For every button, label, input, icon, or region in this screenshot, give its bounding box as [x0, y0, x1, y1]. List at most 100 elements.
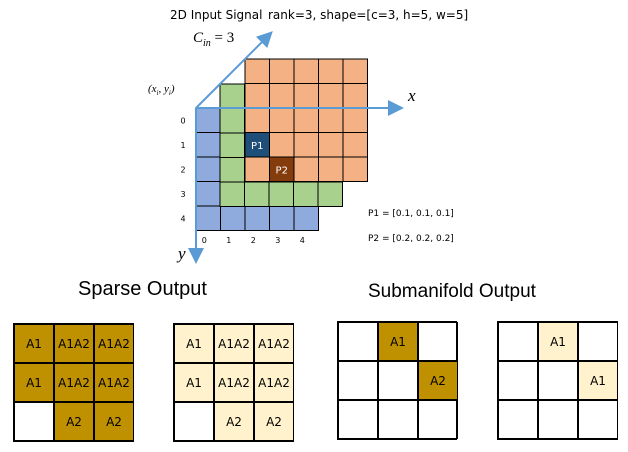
channel-0-cell [318, 83, 344, 109]
channel-0-cell [318, 107, 344, 133]
output-cell [418, 400, 458, 439]
channel-0-cell [318, 132, 344, 158]
point-1-label: P1 [251, 141, 263, 152]
channel-0-cell [293, 156, 319, 182]
output-cell: A2 [94, 402, 134, 441]
output-cell [174, 402, 214, 441]
col-label: 2 [251, 236, 256, 245]
output-cell: A1A2 [214, 324, 254, 363]
row-label: 2 [180, 165, 185, 174]
channel-2-cell [195, 132, 221, 158]
output-cell [418, 322, 458, 361]
point-1-cell [244, 132, 270, 158]
row-label: 4 [180, 214, 185, 223]
signal-meta: rank=3, shape=[c=3, h=5, w=5] [268, 8, 469, 22]
channel-2-cell [195, 107, 221, 133]
submanifold-output-title: Submanifold Output [368, 281, 536, 302]
output-cell [14, 402, 54, 441]
output-cell: A1A2 [254, 363, 294, 402]
channel-2-cell [269, 205, 295, 231]
channel-1-cell [219, 181, 245, 207]
row-label: 0 [180, 116, 185, 125]
channel-0-cell [293, 107, 319, 133]
channel-2-cell [195, 181, 221, 207]
channel-0-cell [318, 58, 344, 84]
channel-0-cell [244, 83, 270, 109]
channel-1-cell [268, 181, 294, 207]
output-cell [498, 361, 538, 400]
output-cell: A2 [254, 402, 294, 441]
channel-1-cell [219, 83, 245, 109]
output-cell: A1 [14, 363, 54, 402]
y-axis-label: y [178, 244, 186, 263]
output-cell: A1 [538, 322, 578, 361]
channel-0-cell [318, 156, 344, 182]
output-cell [578, 400, 618, 439]
row-label: 1 [180, 141, 185, 150]
channel-0-cell [269, 132, 295, 158]
output-cell: A2 [214, 402, 254, 441]
output-cell [338, 400, 378, 439]
channel-0-cell [269, 58, 295, 84]
channels-label: Cin = 3 [193, 30, 235, 49]
channel-1-cell [293, 181, 319, 207]
output-cell: A1A2 [54, 324, 94, 363]
output-cell: A2 [54, 402, 94, 441]
channel-2-cell [195, 205, 221, 231]
output-cell: A1 [14, 324, 54, 363]
channel-0-cell [293, 83, 319, 109]
point-2-cell [269, 156, 295, 182]
output-cell [378, 361, 418, 400]
output-cell: A1 [578, 361, 618, 400]
channel-2-cell [293, 205, 319, 231]
output-cell [538, 400, 578, 439]
output-cell: A1 [378, 322, 418, 361]
output-cell: A1A2 [94, 324, 134, 363]
col-label: 4 [300, 236, 305, 245]
row-label: 3 [180, 190, 185, 199]
channel-0-cell [244, 107, 270, 133]
channel-0-cell [269, 107, 295, 133]
channel-0-cell [342, 132, 368, 158]
output-cell: A1 [174, 363, 214, 402]
origin-label: (xi, yi) [148, 83, 175, 98]
channel-1-cell [219, 132, 245, 158]
sparse-output-title: Sparse Output [78, 278, 207, 300]
output-cell [338, 361, 378, 400]
output-cell [538, 361, 578, 400]
channel-0-cell [342, 107, 368, 133]
col-label: 0 [202, 236, 207, 245]
p2-value: P2 = [0.2, 0.2, 0.2] [368, 234, 454, 244]
output-cell [578, 322, 618, 361]
output-cell: A1A2 [254, 324, 294, 363]
channel-0-cell [293, 58, 319, 84]
col-label: 1 [226, 236, 231, 245]
channel-2-cell [220, 205, 246, 231]
channel-0-cell [244, 58, 270, 84]
channel-0-cell [244, 156, 270, 182]
channel-0-cell [293, 132, 319, 158]
channel-axis-arrow [195, 31, 273, 109]
output-cell: A1A2 [214, 363, 254, 402]
x-axis-label: x [408, 86, 416, 105]
output-cell [498, 400, 538, 439]
channels-value: = 3 [214, 30, 235, 46]
channel-1-cell [219, 108, 245, 134]
output-cell [378, 400, 418, 439]
output-cell: A1A2 [54, 363, 94, 402]
channel-0-cell [342, 83, 368, 109]
channels-subscript: in [203, 38, 211, 49]
channel-2-cell [244, 205, 270, 231]
channel-0-cell [342, 156, 368, 182]
output-cell: A2 [418, 361, 458, 400]
channel-1-cell [219, 157, 245, 183]
output-cell [338, 322, 378, 361]
point-2-label: P2 [276, 165, 288, 176]
channel-1-cell [317, 181, 343, 207]
output-cell: A1A2 [94, 363, 134, 402]
